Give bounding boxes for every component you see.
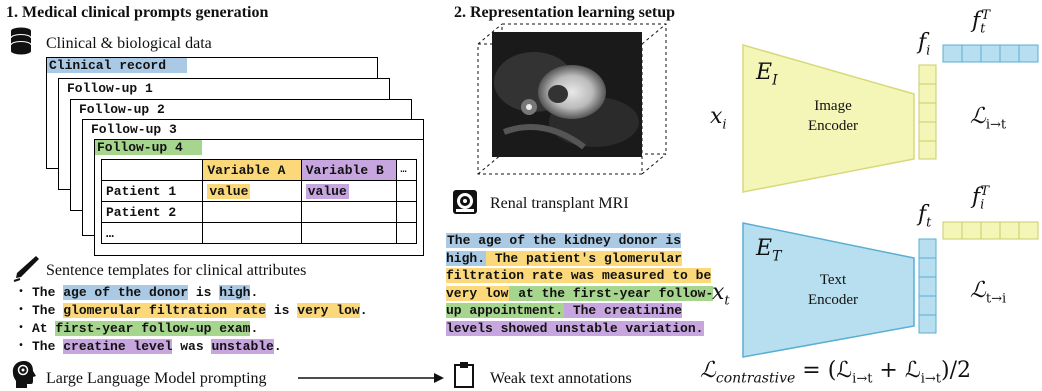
weak-annotations-label: Weak text annotations — [490, 370, 632, 387]
table-cell-value: value — [305, 183, 349, 199]
ft-symbol: ft — [918, 202, 932, 231]
fi-vector — [918, 64, 937, 160]
table-cell: Patient 1 — [100, 180, 204, 202]
table-row: Patient 2 — [100, 201, 417, 223]
table-row: … — [100, 222, 417, 244]
fi-symbol: fi — [918, 30, 931, 59]
table-header-cell: … — [395, 159, 417, 181]
llm-label: Large Language Model prompting — [46, 370, 267, 387]
clipboard-icon — [454, 362, 474, 388]
section1-title: 1. Medical clinical prompts generation — [6, 4, 269, 21]
table-header-row: Variable A Variable B … — [100, 159, 417, 181]
table-header-cell: Variable B — [300, 159, 397, 181]
list-item: The creatine level was unstable. — [18, 338, 368, 356]
list-item: At first-year follow-up exam. — [18, 320, 368, 338]
arrow-icon — [298, 373, 444, 383]
pen-icon — [13, 256, 39, 282]
sheet-title: Clinical record — [47, 58, 187, 73]
sheet-follow-up-4: Follow-up 4 Variable A Variable B … Pati… — [94, 139, 424, 256]
mri-label: Renal transplant MRI — [490, 195, 629, 212]
data-label: Clinical & biological data — [46, 35, 212, 52]
sheet-title: Follow-up 4 — [95, 140, 202, 155]
text-input-symbol: xt — [712, 280, 730, 309]
table-cell: … — [100, 222, 204, 244]
template-list: The age of the donor is high. The glomer… — [18, 284, 368, 356]
text-encoder-symbol: ET — [756, 236, 782, 265]
ft-vector — [918, 238, 937, 334]
image-encoder-shape — [742, 44, 915, 193]
sheet-title: Follow-up 2 — [79, 102, 165, 117]
contrastive-loss-formula: ℒcontrastive = (ℒi→t + ℒi→t)/2 — [700, 358, 971, 387]
section2-title: 2. Representation learning setup — [454, 4, 676, 21]
table-cell-value: value — [207, 183, 251, 199]
templates-label: Sentence templates for clinical attribut… — [46, 262, 307, 279]
image-input-symbol: xi — [710, 104, 727, 133]
table-header-cell: Variable A — [202, 159, 302, 181]
annotation-paragraph: The age of the kidney donor is high. The… — [446, 232, 726, 337]
database-icon — [10, 27, 32, 55]
image-encoder-symbol: EI — [756, 60, 778, 89]
ft-transpose-vector — [942, 44, 1039, 63]
mri-scanner-icon — [453, 190, 477, 214]
text-encoder-shape — [742, 222, 915, 358]
list-item: The age of the donor is high. — [18, 284, 368, 302]
list-item: The glomerular filtration rate is very l… — [18, 302, 368, 320]
patient-table: Variable A Variable B … Patient 1 value … — [100, 159, 417, 244]
table-row: Patient 1 value value — [100, 180, 417, 202]
loss-i2t: ℒi→t — [970, 104, 1007, 133]
fi-transpose-symbol: fiT — [972, 184, 989, 213]
fi-transpose-vector — [942, 221, 1039, 240]
sheet-title: Follow-up 1 — [67, 81, 153, 96]
mri-volume — [477, 23, 667, 175]
table-cell: Patient 2 — [100, 201, 204, 223]
loss-t2i: ℒt→i — [970, 278, 1007, 307]
ft-transpose-symbol: ftT — [972, 8, 991, 37]
sheet-title: Follow-up 3 — [91, 122, 177, 137]
head-brain-icon — [12, 361, 37, 388]
